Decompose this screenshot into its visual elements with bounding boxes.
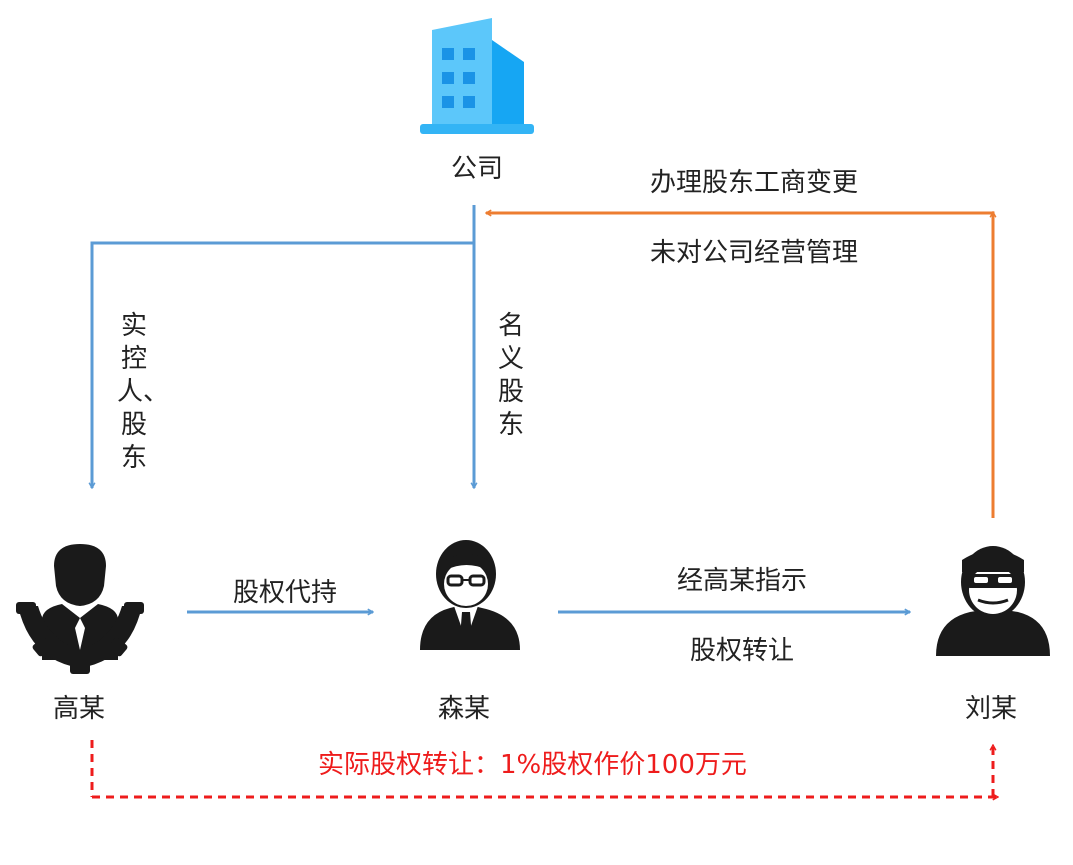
gao-label: 高某 xyxy=(53,694,106,724)
edge-registration-change xyxy=(486,212,993,518)
actual-transfer-label: 实际股权转让：1%股权作价100万元 xyxy=(318,750,747,780)
registration-change-label: 办理股东工商变更 xyxy=(650,168,859,198)
edge-actual-transfer xyxy=(90,740,998,797)
nominal-shareholder-label: 名义股东 xyxy=(497,311,524,440)
transfer-label: 股权转让 xyxy=(690,636,795,666)
sen-label: 森某 xyxy=(438,694,491,724)
actual-controller-label: 实控人、股东 xyxy=(117,311,170,473)
masked-person-icon xyxy=(936,546,1050,656)
equity-holding-label: 股权代持 xyxy=(233,578,338,608)
edge-actual-controller xyxy=(92,205,476,488)
office-building-icon xyxy=(420,18,534,134)
no-management-label: 未对公司经营管理 xyxy=(650,238,859,268)
liu-label: 刘某 xyxy=(965,694,1018,724)
controller-person-icon xyxy=(16,544,144,674)
company-label: 公司 xyxy=(451,154,504,184)
transfer-instruct-label: 经高某指示 xyxy=(677,566,808,596)
businessman-glasses-icon xyxy=(420,540,520,650)
